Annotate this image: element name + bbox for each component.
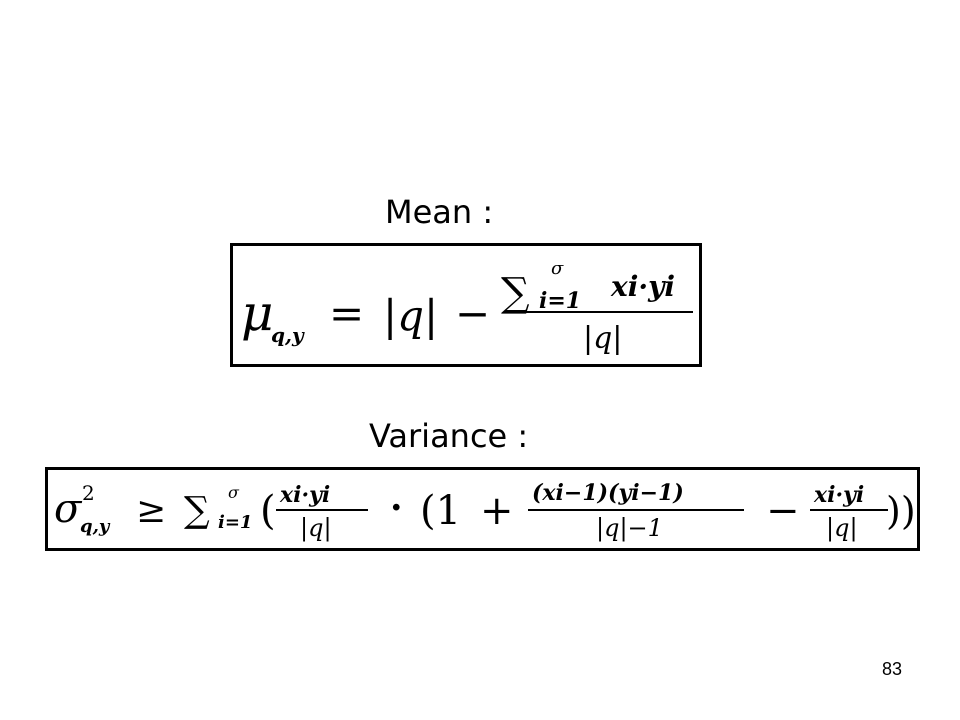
variance-geq-sign: ≥	[136, 490, 166, 531]
variance-dot: ·	[390, 487, 403, 529]
variance-minus-sign: −	[766, 488, 800, 534]
mean-sum-upper: σ	[551, 258, 564, 279]
mean-equals-sign: =	[329, 289, 364, 338]
mean-formula: μ q,y = |q| − ∑ σ i=1 xi·yi |q|	[241, 258, 693, 356]
variance-label: Variance :	[369, 417, 529, 455]
variance-frac3-denominator: |q|	[826, 514, 858, 543]
variance-frac3-numerator: xi·yi	[813, 482, 864, 508]
variance-sigma-symbol: σ	[54, 486, 83, 532]
variance-frac1-denominator: |q|	[300, 514, 332, 543]
page-number: 83	[881, 659, 902, 679]
variance-sigma-superscript: 2	[82, 481, 95, 505]
mean-numerator: xi·yi	[610, 270, 675, 303]
mean-mu-subscript: q,y	[271, 323, 305, 347]
variance-open-paren-one: (1	[420, 488, 461, 534]
mean-mu-symbol: μ	[241, 284, 274, 342]
variance-frac2-numerator: (xi−1)(yi−1)	[532, 480, 684, 506]
mean-abs-q: |q|	[383, 291, 438, 340]
variance-sum-symbol: ∑	[184, 490, 210, 531]
variance-frac2-denominator: |q|−1	[596, 514, 663, 543]
variance-sum-upper: σ	[228, 483, 240, 502]
mean-minus-sign: −	[455, 289, 490, 338]
mean-sum-lower: i=1	[539, 288, 581, 314]
variance-close-parens: ))	[886, 489, 916, 533]
mean-label: Mean :	[385, 193, 494, 231]
variance-sigma-subscript: q,y	[80, 516, 111, 537]
variance-open-paren: (	[260, 488, 276, 534]
variance-formula: σ 2 q,y ≥ ∑ σ i=1 ( xi·yi |q| · (1 + (xi…	[54, 480, 916, 543]
variance-plus-sign: +	[480, 488, 514, 534]
variance-frac1-numerator: xi·yi	[279, 482, 330, 508]
mean-formula-box: μ q,y = |q| − ∑ σ i=1 xi·yi |q|	[230, 243, 702, 367]
variance-sum-lower: i=1	[218, 512, 252, 533]
variance-formula-box: σ 2 q,y ≥ ∑ σ i=1 ( xi·yi |q| · (1 + (xi…	[45, 467, 920, 551]
mean-sum-symbol: ∑	[501, 270, 530, 316]
mean-denominator: |q|	[583, 321, 622, 356]
